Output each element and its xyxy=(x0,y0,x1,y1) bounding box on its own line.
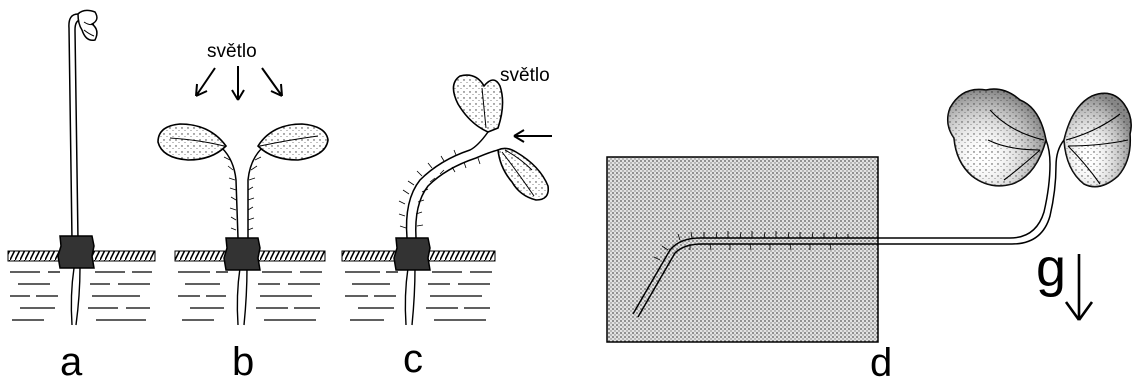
panel-a-letter: a xyxy=(60,340,83,380)
panel-c-light-arrow xyxy=(514,130,552,142)
panel-b-drawing: světlo b xyxy=(158,41,328,380)
panel-c-root xyxy=(405,268,415,325)
panel-c-light-label: světlo xyxy=(500,65,550,86)
panel-d-soil-block xyxy=(607,157,878,342)
panel-a-drawing: a xyxy=(8,10,155,380)
panel-c-drawing: světlo c xyxy=(342,65,552,380)
panel-a-stem xyxy=(69,14,81,240)
panel-b-root xyxy=(237,268,247,325)
panel-b-stem xyxy=(222,148,262,238)
panel-a-water-lines xyxy=(10,272,152,320)
panel-b-light-arrows xyxy=(196,66,282,100)
panel-c-holder xyxy=(394,238,430,270)
panel-a-root xyxy=(71,268,80,325)
panel-b-light-label: světlo xyxy=(207,41,257,62)
panel-d-gravity-label: g xyxy=(1036,238,1066,298)
panel-c-water-lines xyxy=(345,272,492,320)
panel-b-letter: b xyxy=(232,340,254,380)
panel-a-holder xyxy=(58,236,94,268)
panel-d-letter: d xyxy=(870,341,892,380)
panel-d-gravity-arrow xyxy=(1066,254,1092,320)
panel-b-holder xyxy=(224,238,260,270)
panel-b-water-lines xyxy=(178,272,322,320)
panel-c-upper-leaf xyxy=(453,75,502,132)
panel-b-left-leaf xyxy=(158,124,226,160)
panel-c-stem xyxy=(407,132,498,238)
panel-d-drawing: g d xyxy=(607,89,1131,380)
panel-c-letter: c xyxy=(403,337,423,380)
panel-b-right-leaf xyxy=(258,124,328,160)
panel-a-leaves xyxy=(78,10,97,40)
panel-b-stem-hairs xyxy=(224,157,261,230)
